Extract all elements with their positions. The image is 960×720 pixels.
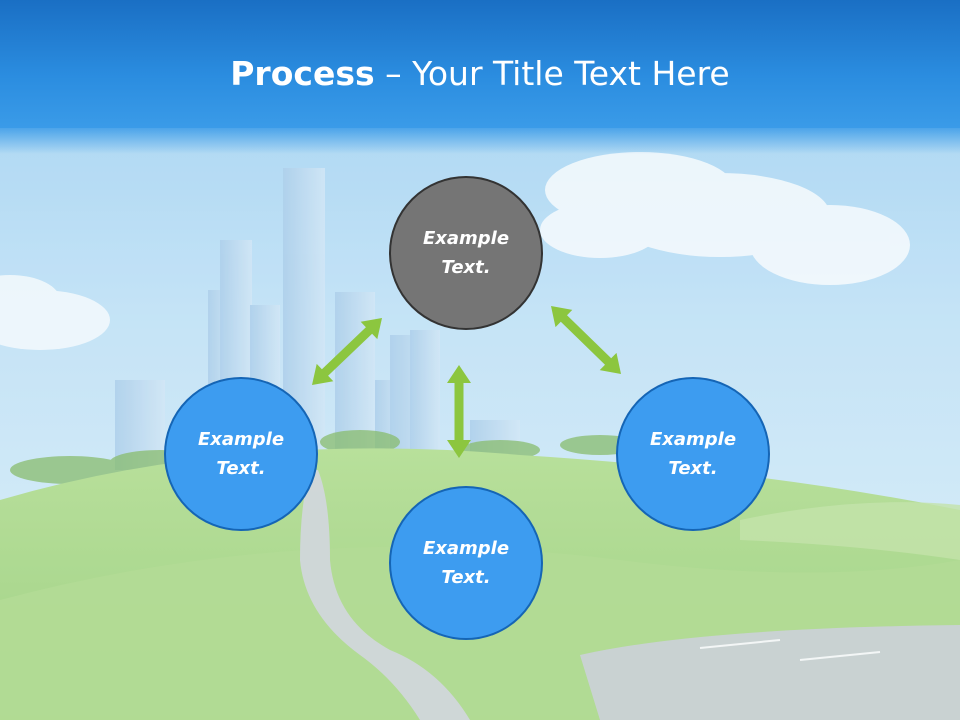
- cloud-right: [540, 152, 910, 285]
- arrow-top-bottom: [447, 365, 471, 458]
- title-rest: – Your Title Text Here: [374, 54, 730, 93]
- road-left: [300, 470, 470, 720]
- node-left-line1: Example: [197, 429, 285, 450]
- title-strong: Process: [230, 54, 375, 93]
- node-top-line2: Text.: [441, 257, 491, 278]
- road-right: [580, 625, 960, 720]
- process-node-left: Example Text.: [164, 377, 318, 531]
- process-node-right: Example Text.: [616, 377, 770, 531]
- slide-title: Process – Your Title Text Here: [0, 54, 960, 94]
- arrow-top-right: [551, 306, 621, 374]
- arrow-top-left: [312, 318, 382, 385]
- node-right-line1: Example: [649, 429, 737, 450]
- title-bar-fade: [0, 128, 960, 154]
- process-node-bottom: Example Text.: [389, 486, 543, 640]
- title-bar: [0, 0, 960, 128]
- node-bottom-line1: Example: [422, 538, 510, 559]
- node-left-line2: Text.: [216, 458, 266, 479]
- node-top-line1: Example: [422, 228, 510, 249]
- node-right-line2: Text.: [668, 458, 718, 479]
- process-node-top: Example Text.: [389, 176, 543, 330]
- cloud-left: [0, 275, 110, 350]
- node-bottom-line2: Text.: [441, 567, 491, 588]
